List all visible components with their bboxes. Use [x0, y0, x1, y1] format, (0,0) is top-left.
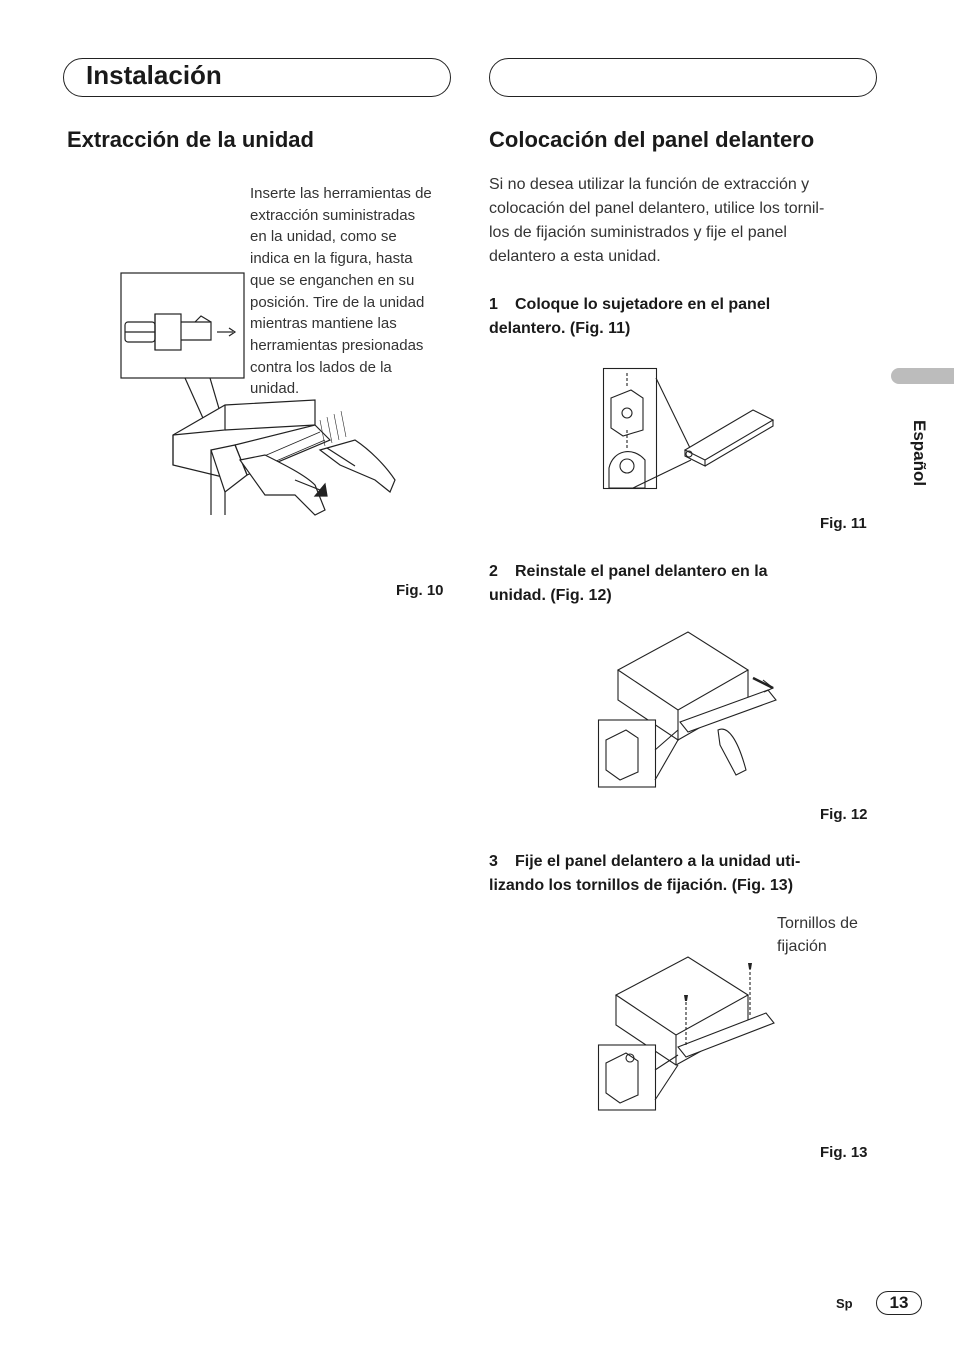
language-tab-bar	[891, 368, 954, 384]
step-text: unidad. (Fig. 12)	[489, 587, 612, 604]
step-number: 2	[489, 563, 498, 580]
footer-lang-code: Sp	[836, 1296, 853, 1311]
right-heading: Colocación del panel delantero	[489, 127, 815, 152]
fig13-illustration	[597, 956, 775, 1111]
caption-line: posición. Tire de la unidad	[250, 293, 425, 311]
step-number: 3	[489, 853, 498, 870]
step-1: 1 Coloque lo sujetadore en el panel delan…	[489, 293, 879, 341]
language-tab-label: Español	[910, 420, 929, 487]
intro-line: los de fijación suministrados y fije el …	[489, 224, 787, 241]
step-number: 1	[489, 296, 498, 313]
caption-line: unidad.	[250, 380, 300, 398]
caption-line: contra los lados de la	[250, 358, 392, 376]
caption-line: extracción suministradas	[250, 206, 416, 224]
section-header-box	[63, 58, 451, 97]
fig10-label: Fig. 10	[396, 582, 444, 599]
fig11-label: Fig. 11	[820, 515, 867, 532]
fig12-illustration	[597, 631, 777, 788]
step-text: Fije el panel delantero a la unidad uti-	[515, 853, 801, 870]
step-3: 3 Fije el panel delantero a la unidad uti…	[489, 850, 879, 898]
fig10-illustration	[120, 272, 396, 516]
caption-line: Inserte las herramientas de	[250, 185, 432, 202]
left-heading: Extracción de la unidad	[67, 127, 314, 152]
intro-paragraph: Si no desea utilizar la función de extra…	[489, 173, 889, 269]
step-text: lizando los tornillos de fijación. (Fig.…	[489, 877, 794, 894]
page-number: 13	[889, 1293, 909, 1312]
caption-line: en la unidad, como se	[250, 228, 397, 246]
fig11-illustration	[602, 367, 775, 490]
left-caption: Inserte las herramientas de extracción s…	[250, 183, 455, 400]
screws-label-line: fijación	[777, 938, 827, 955]
section-title: Instalación	[86, 60, 222, 90]
fig13-label: Fig. 13	[820, 1144, 868, 1161]
step-2: 2 Reinstale el panel delantero en la unid…	[489, 560, 879, 608]
fig12-label: Fig. 12	[820, 806, 868, 823]
caption-line: que se enganchen en su	[250, 271, 415, 289]
caption-line: herramientas presionadas	[250, 336, 424, 354]
caption-line: indica en la figura, hasta	[250, 250, 413, 268]
step-text: Coloque lo sujetadore en el panel	[515, 296, 771, 313]
intro-line: Si no desea utilizar la función de extra…	[489, 176, 810, 193]
screws-label-line: Tornillos de	[777, 915, 858, 932]
step-text: delantero. (Fig. 11)	[489, 320, 631, 337]
intro-line: colocación del panel delantero, utilice …	[489, 200, 825, 217]
page-number-box	[876, 1291, 922, 1315]
screws-label: Tornillos de fijación	[777, 912, 858, 959]
empty-header-box	[489, 58, 877, 97]
step-text: Reinstale el panel delantero en la	[515, 563, 768, 580]
intro-line: delantero a esta unidad.	[489, 248, 661, 265]
caption-line: mientras mantiene las	[250, 315, 397, 333]
